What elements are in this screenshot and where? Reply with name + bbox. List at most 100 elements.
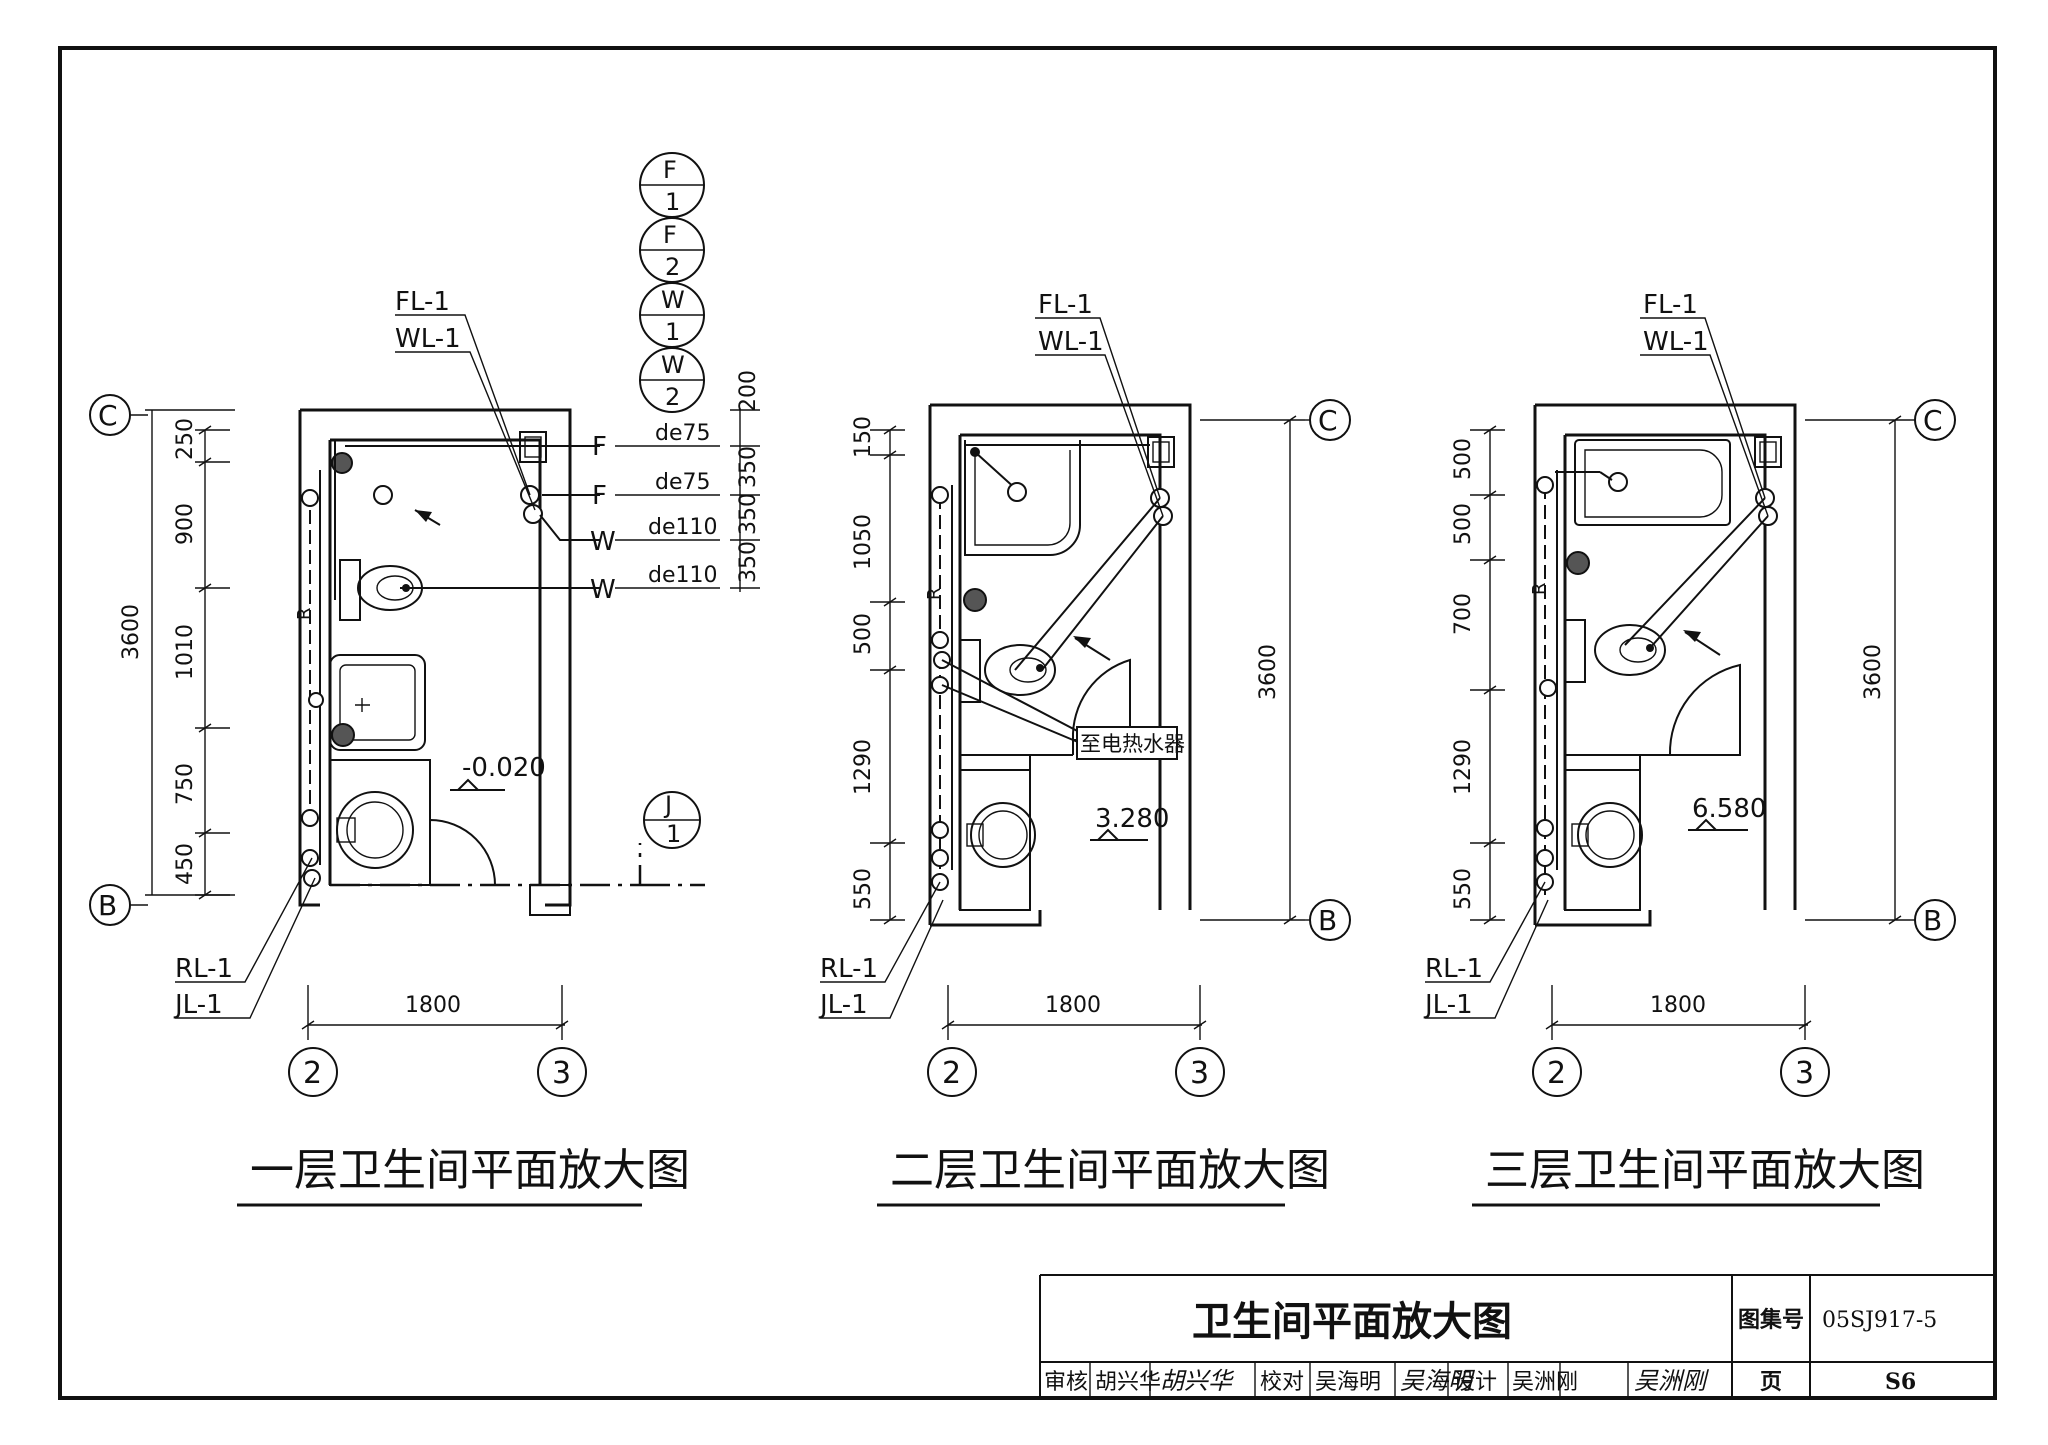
plan-2-dim-left-3: 500 <box>851 613 876 655</box>
plan-1-outlet-1-mark: F <box>592 432 607 462</box>
plan-1-outlet-tags: F 1 F 2 W 1 W 2 <box>639 152 705 413</box>
plan-1-dim-bottom: 1800 <box>405 993 461 1018</box>
plan-3-dim-left-3: 700 <box>1451 593 1476 635</box>
plan-3-label-fl: FL-1 <box>1643 290 1698 320</box>
plan-1-floor: -0.020 R 3600 250 900 1010 750 450 C B 1… <box>89 152 761 1207</box>
plan-1-dim-left-5: 450 <box>173 843 198 885</box>
tag-w1-bottom: 1 <box>665 318 680 346</box>
plan-3-elevation: 6.580 <box>1692 794 1766 824</box>
tag-f2-bottom: 2 <box>665 253 680 281</box>
plan-2-dim-left-1: 150 <box>851 416 876 458</box>
plan-1-dim-left-4: 750 <box>173 763 198 805</box>
check-label: 校对 <box>1260 1370 1304 1395</box>
design-label: 设计 <box>1453 1370 1497 1395</box>
drawing-title: 卫生间平面放大图 <box>1192 1299 1512 1345</box>
tag-f1-bottom: 1 <box>665 188 680 216</box>
plan-1-dim-total: 3600 <box>119 604 144 660</box>
plan-3-dim-left-5: 550 <box>1451 868 1476 910</box>
reviewer-signature: 胡兴华 <box>1160 1367 1235 1395</box>
plan-1-outlet-1-size: de75 <box>655 421 711 446</box>
plan-2-heater-note: 至电热水器 <box>1080 732 1185 756</box>
plan-2-axis-3: 3 <box>1190 1056 1209 1091</box>
plan-3-dim-total: 3600 <box>1861 644 1886 700</box>
plan-3-label-jl: JL-1 <box>1423 990 1473 1020</box>
page-no: S6 <box>1885 1369 1916 1395</box>
plan-1-elevation: -0.020 <box>462 753 546 783</box>
plan-1-outlet-2-mark: F <box>592 481 607 511</box>
plan-3-floor: 6.580 R 500 500 700 1290 550 3600 C B 18… <box>1423 290 1956 1207</box>
page-label: 页 <box>1760 1369 1782 1395</box>
plan-1-caption: 一层卫生间平面放大图 <box>250 1145 690 1196</box>
plan-1-label-wl: WL-1 <box>395 324 461 354</box>
plan-3-axis-2: 2 <box>1547 1056 1566 1091</box>
plan-3-riser-mark: R <box>1529 582 1550 595</box>
plan-3-dim-left-4: 1290 <box>1451 739 1476 795</box>
checker-signature: 吴海明 <box>1400 1367 1476 1395</box>
plan-1-dim-right-4: 350 <box>736 541 761 583</box>
plan-2-dim-left-5: 550 <box>851 868 876 910</box>
plan-2-axis-2-bubble <box>927 1047 977 1097</box>
tag-f2-top: F <box>663 221 677 249</box>
plan-2-dim-left-4: 1290 <box>851 739 876 795</box>
plan-2-elevation: 3.280 <box>1095 804 1169 834</box>
title-block: 卫生间平面放大图 图集号 05SJ917-5 页 S6 审核 胡兴华 胡兴华 校… <box>1039 1274 1995 1398</box>
plan-2-axis-3-bubble <box>1175 1047 1225 1097</box>
plan-3-axis-2-bubble <box>1532 1047 1582 1097</box>
plan-2-axis-2: 2 <box>942 1056 961 1091</box>
tag-w2-top: W <box>661 351 685 379</box>
plan-2-label-fl: FL-1 <box>1038 290 1093 320</box>
plan-1-dim-left-2: 900 <box>173 503 198 545</box>
plan-1-axis-2-bubble <box>288 1047 338 1097</box>
plan-3-dim-bottom: 1800 <box>1650 993 1706 1018</box>
designer-name: 吴洲刚 <box>1512 1370 1578 1395</box>
plan-1-dim-left-3: 1010 <box>173 624 198 680</box>
plan-1-label-rl: RL-1 <box>175 954 233 984</box>
plan-1-label-fl: FL-1 <box>395 287 450 317</box>
plan-3-axis-b: B <box>1923 904 1942 937</box>
tag-f1-top: F <box>663 156 677 184</box>
plan-3-axis-3-bubble <box>1780 1047 1830 1097</box>
plan-2-label-jl: JL-1 <box>818 990 868 1020</box>
plan-1-dim-right-1: 200 <box>736 370 761 412</box>
plan-2-label-rl: RL-1 <box>820 954 878 984</box>
plan-2-caption: 二层卫生间平面放大图 <box>890 1145 1330 1196</box>
plan-1-dim-left-1: 250 <box>173 418 198 460</box>
plan-2-label-wl: WL-1 <box>1038 327 1104 357</box>
plan-1-dim-right-2: 350 <box>736 446 761 488</box>
plan-2-floor: 至电热水器 3.280 R 150 1050 500 1290 550 3600… <box>818 290 1351 1207</box>
plan-1-axis-3-bubble <box>537 1047 587 1097</box>
checker-name: 吴海明 <box>1315 1370 1381 1395</box>
plan-2-axis-c: C <box>1318 404 1338 437</box>
review-label: 审核 <box>1044 1370 1088 1395</box>
plan-3-label-wl: WL-1 <box>1643 327 1709 357</box>
tag-w2-bottom: 2 <box>665 383 680 411</box>
plan-1-axis-b: B <box>98 889 117 922</box>
atlas-no: 05SJ917-5 <box>1822 1308 1937 1333</box>
plan-2-riser-mark: R <box>924 587 945 600</box>
plan-3-label-rl: RL-1 <box>1425 954 1483 984</box>
plan-3-dim-left-1: 500 <box>1451 438 1476 480</box>
plan-2-axis-b: B <box>1318 904 1337 937</box>
plan-1-riser-mark: R <box>294 607 315 620</box>
plan-2-dim-total: 3600 <box>1256 644 1281 700</box>
plan-2-dim-bottom: 1800 <box>1045 993 1101 1018</box>
plan-1-axis-2: 2 <box>303 1056 322 1091</box>
plan-3-axis-3: 3 <box>1795 1056 1814 1091</box>
plan-1-axis-c: C <box>98 399 118 432</box>
plan-3-caption: 三层卫生间平面放大图 <box>1485 1145 1925 1196</box>
plan-1-dim-right-3: 350 <box>736 493 761 535</box>
plan-1-label-jl: JL-1 <box>173 990 223 1020</box>
plan-1-section-top: J <box>663 791 672 819</box>
plan-2-dim-left-2: 1050 <box>851 514 876 570</box>
plan-1-outlet-3-size: de110 <box>648 515 718 540</box>
plan-1-outlet-4-mark: W <box>590 575 616 605</box>
plan-3-axis-c: C <box>1923 404 1943 437</box>
plan-1-axis-3: 3 <box>552 1056 571 1091</box>
plan-3-dim-left-2: 500 <box>1451 503 1476 545</box>
tag-w1-top: W <box>661 286 685 314</box>
plan-1-outlet-2-size: de75 <box>655 470 711 495</box>
designer-signature: 吴洲刚 <box>1634 1367 1710 1395</box>
atlas-no-label: 图集号 <box>1738 1307 1804 1333</box>
reviewer-name: 胡兴华 <box>1095 1370 1161 1395</box>
